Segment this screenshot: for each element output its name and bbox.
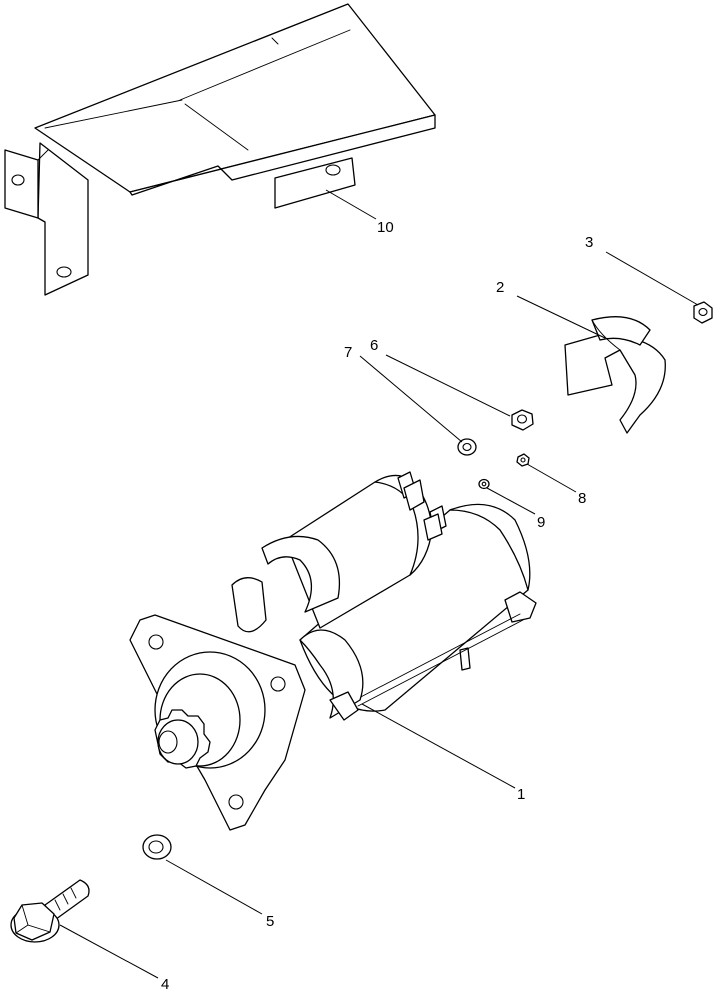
heat-shield-bracket <box>4 3 436 296</box>
leader-line-7 <box>359 355 463 443</box>
callout-7: 7 <box>344 344 352 361</box>
callout-1: 1 <box>517 786 525 803</box>
leader-line-2 <box>516 295 606 339</box>
callout-10: 10 <box>377 219 394 236</box>
washer-9 <box>478 478 490 490</box>
nut-8 <box>516 453 530 467</box>
lock-washer-7 <box>457 438 477 456</box>
leader-line-10 <box>325 189 377 220</box>
leader-lines <box>59 189 699 979</box>
leader-line-8 <box>526 463 577 493</box>
callout-2: 2 <box>496 279 504 296</box>
terminal-cover <box>564 316 666 434</box>
callout-4: 4 <box>161 976 169 993</box>
nut-3 <box>693 301 713 324</box>
leader-line-5 <box>165 859 263 915</box>
leader-line-4 <box>59 924 159 979</box>
leader-line-1 <box>361 703 516 789</box>
flange-bolt <box>10 879 90 943</box>
callout-6: 6 <box>370 337 378 354</box>
callout-labels: 10 3 2 6 7 8 9 1 5 4 <box>161 219 593 993</box>
leader-line-6 <box>385 354 511 417</box>
callout-8: 8 <box>578 490 586 507</box>
callout-9: 9 <box>537 514 545 531</box>
callout-5: 5 <box>266 913 274 930</box>
callout-3: 3 <box>585 234 593 251</box>
leader-line-9 <box>486 487 536 515</box>
leader-line-3 <box>605 251 699 306</box>
lock-washer-5 <box>142 834 172 860</box>
starter-motor <box>129 471 537 831</box>
nut-6 <box>511 409 534 431</box>
